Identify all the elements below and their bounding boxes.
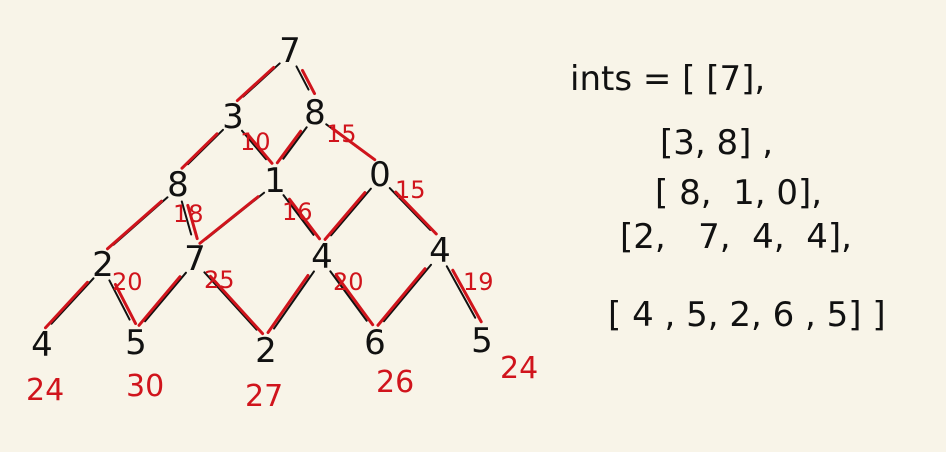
red-edge-r3c3-to-r4c4 (451, 268, 483, 324)
path-sum-r4c0: 24 (26, 373, 64, 408)
edge-r1c1-to-r2c1 (282, 126, 308, 160)
red-edge-r3c1-to-r4c2 (208, 274, 265, 336)
node-r4c0: 4 (31, 325, 53, 365)
array-literal-line-5: [ 4 , 5, 2, 6 , 5] ] (608, 295, 886, 335)
red-edge-r0c0-to-r1c1 (300, 68, 317, 96)
red-edge-r1c1-to-r2c2 (330, 126, 377, 162)
node-r1c0: 3 (222, 97, 244, 137)
node-r1c1: 8 (304, 93, 326, 133)
red-edge-r2c1-to-r3c1 (198, 195, 260, 245)
edge-r2c2-to-r3c3 (388, 187, 432, 231)
edge-r3c3-to-r4c4 (445, 265, 477, 319)
node-r4c4: 5 (471, 321, 493, 361)
array-literal-line-3: [ 8, 1, 0], (655, 173, 823, 213)
red-edge-r3c0-to-r4c1 (113, 282, 138, 326)
edge-r2c1-to-r3c2 (282, 194, 315, 236)
path-sum-r1c1: 15 (326, 120, 357, 148)
node-r0c0: 7 (279, 31, 301, 71)
node-r2c0: 8 (167, 165, 189, 205)
red-edge-r0c0-to-r1c0 (235, 65, 276, 103)
path-sum-r2c0: 18 (173, 200, 204, 228)
array-literal-line-2: [3, 8] , (660, 123, 774, 163)
path-sum-r2c2: 15 (395, 176, 426, 204)
path-sum-r4c4: 24 (500, 351, 538, 386)
red-edge-r1c1-to-r2c1 (275, 129, 303, 165)
node-r4c1: 5 (125, 323, 147, 363)
path-sum-r2c1: 16 (282, 198, 313, 226)
node-r3c1: 7 (184, 239, 206, 279)
path-sum-r3c0: 20 (112, 268, 143, 296)
path-sum-r4c1: 30 (126, 369, 164, 404)
array-literal-line-1: ints = [ [7], (570, 59, 766, 99)
path-sum-r3c1: 25 (204, 266, 235, 294)
edge-r3c1-to-r4c1 (144, 271, 187, 323)
node-r2c2: 0 (369, 155, 391, 195)
edge-r3c1-to-r4c2 (203, 271, 258, 331)
edge-r3c2-to-r4c2 (273, 270, 315, 330)
red-edge-r2c0-to-r3c0 (106, 199, 163, 251)
node-r3c3: 4 (429, 231, 451, 271)
red-edge-r2c2-to-r3c3 (394, 190, 438, 236)
red-edge-r2c2-to-r3c2 (323, 191, 367, 241)
red-edge-r3c0-to-r4c0 (44, 280, 89, 330)
path-sum-r4c2: 27 (245, 379, 283, 414)
red-edge-r3c1-to-r4c1 (137, 275, 182, 327)
edge-r2c0-to-r3c1 (180, 200, 193, 236)
red-edge-r1c0-to-r2c1 (246, 133, 274, 165)
red-edge-r1c0-to-r2c0 (180, 132, 219, 170)
node-r2c1: 1 (264, 161, 286, 201)
red-edge-r2c0-to-r3c1 (186, 203, 199, 241)
edge-r1c0-to-r2c1 (241, 129, 267, 161)
edge-r3c0-to-r4c0 (50, 277, 95, 325)
node-r3c2: 4 (311, 237, 333, 277)
path-sum-r3c3: 19 (463, 268, 494, 296)
red-edge-r3c3-to-r4c3 (376, 267, 427, 327)
edge-r0c0-to-r1c1 (295, 65, 310, 91)
node-r3c0: 2 (92, 245, 114, 285)
array-literal-line-4: [2, 7, 4, 4], (620, 217, 852, 257)
red-edge-r3c2-to-r4c3 (334, 273, 375, 327)
edge-r3c3-to-r4c3 (382, 263, 433, 323)
path-sum-r3c2: 20 (333, 268, 364, 296)
tree-edges (44, 62, 483, 336)
edge-r3c0-to-r4c1 (108, 279, 131, 321)
edge-r2c2-to-r3c2 (330, 187, 372, 237)
path-sum-r1c0: 10 (240, 128, 271, 156)
path-sum-r4c3: 26 (376, 365, 414, 400)
node-r4c2: 2 (255, 331, 277, 371)
red-edge-r3c2-to-r4c2 (266, 273, 310, 335)
red-edge-r2c1-to-r3c2 (287, 197, 322, 241)
node-r4c3: 6 (364, 323, 386, 363)
edge-r3c2-to-r4c3 (329, 270, 368, 322)
